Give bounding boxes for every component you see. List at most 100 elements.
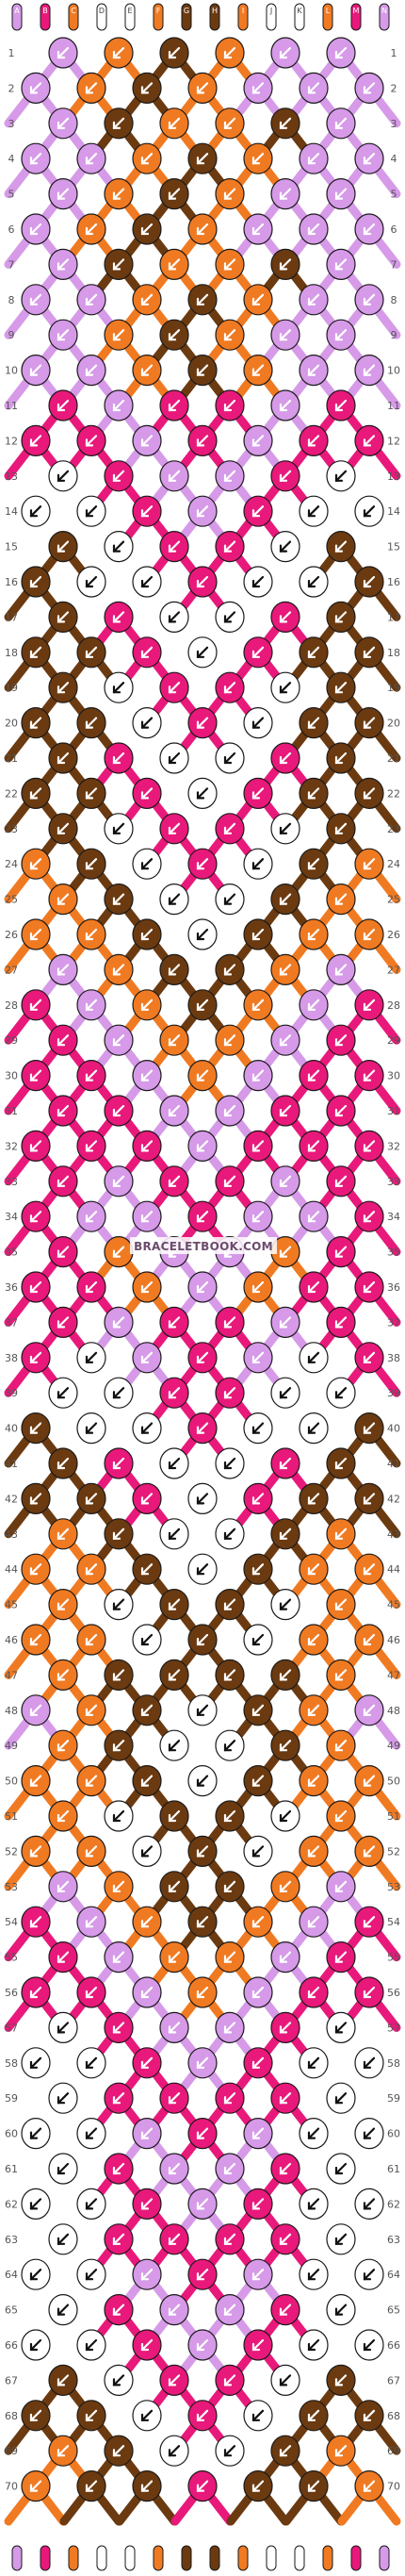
arrow-down-left-icon [334, 470, 348, 482]
arrow-down-left-icon [251, 646, 265, 658]
arrow-down-left-icon [85, 2198, 98, 2210]
knot [104, 389, 134, 421]
arrow-down-left-icon [196, 1069, 209, 1082]
knot [215, 1024, 245, 1056]
knot [187, 989, 218, 1021]
arrow-down-left-icon [168, 470, 181, 482]
arrow-down-left-icon [196, 1280, 209, 1294]
arrow-down-left-icon [363, 2198, 376, 2210]
knot [159, 389, 189, 421]
knot [48, 2294, 78, 2326]
knot [215, 389, 245, 421]
knot [354, 1130, 384, 1163]
knot [243, 1906, 273, 1938]
row-number-right: 22 [387, 787, 400, 800]
arrow-down-left-icon [279, 470, 292, 482]
knot [104, 1095, 134, 1127]
knot [21, 1059, 51, 1092]
arrow-down-left-icon [334, 2445, 348, 2457]
knot [326, 1588, 356, 1621]
arrow-down-left-icon [168, 2022, 181, 2034]
string-letter: N [381, 7, 387, 15]
arrow-down-left-icon [168, 258, 181, 271]
knot [326, 37, 356, 69]
knot [48, 1800, 78, 1832]
arrow-down-left-icon [29, 1563, 42, 1576]
knot [104, 742, 134, 774]
knot [104, 671, 134, 703]
row-number-right: 68 [387, 2410, 400, 2422]
knot [187, 142, 218, 174]
arrow-down-left-icon [29, 364, 42, 376]
arrow-down-left-icon [112, 1034, 125, 1047]
string-start-E [124, 3, 136, 31]
arrow-down-left-icon [140, 2338, 154, 2352]
arrow-down-left-icon [29, 1986, 42, 1999]
knot [48, 601, 78, 634]
arrow-down-left-icon [223, 1104, 236, 1117]
string-end [181, 2545, 192, 2571]
row-number-right: 61 [387, 2163, 400, 2175]
arrow-down-left-icon [196, 928, 209, 941]
knot [299, 355, 329, 387]
knot [21, 1271, 51, 1303]
knot [270, 2153, 300, 2185]
arrow-down-left-icon [279, 1034, 292, 1047]
arrow-down-left-icon [363, 2480, 376, 2492]
arrow-down-left-icon [223, 1669, 236, 1681]
knot [243, 1764, 273, 1797]
arrow-down-left-icon [223, 399, 236, 412]
knot [132, 1200, 162, 1232]
knot [48, 530, 78, 563]
knot [132, 989, 162, 1021]
watermark: BRACELETBOOK.COM [134, 1240, 273, 1253]
row-number-right: 49 [387, 1740, 400, 1752]
row-number-right: 29 [387, 1034, 400, 1047]
string-end [379, 2545, 390, 2571]
row-number-right: 67 [387, 2374, 400, 2386]
knot [76, 355, 106, 387]
knot [215, 1377, 245, 1409]
knot [132, 636, 162, 669]
row-number-right: 40 [387, 1423, 400, 1435]
knot [215, 883, 245, 916]
knot [354, 2258, 384, 2290]
row-number-left: 18 [5, 647, 18, 659]
knot [104, 813, 134, 845]
knot [270, 1518, 300, 1550]
row-number-left: 24 [5, 858, 18, 870]
knot [299, 1694, 329, 1726]
knot [21, 1130, 51, 1163]
knot [159, 1941, 189, 1973]
row-number-left: 22 [5, 787, 18, 800]
row-number-right: 18 [387, 647, 400, 659]
arrow-down-left-icon [223, 470, 236, 482]
knot [76, 2047, 106, 2079]
arrow-down-left-icon [112, 682, 125, 694]
knot [243, 424, 273, 456]
arrow-down-left-icon [196, 858, 209, 870]
arrow-down-left-icon [57, 1740, 70, 1752]
knot [48, 389, 78, 421]
knot [215, 178, 245, 210]
row-number-right: 56 [387, 1987, 400, 1999]
arrow-down-left-icon [251, 2338, 265, 2352]
arrow-down-left-icon [307, 1633, 320, 1646]
knot [243, 2047, 273, 2079]
arrow-down-left-icon [112, 188, 125, 200]
string-start-K [294, 3, 305, 31]
arrow-down-left-icon [85, 364, 98, 376]
arrow-down-left-icon [279, 682, 292, 694]
arrow-down-left-icon [85, 1986, 98, 1999]
string-letter: I [242, 7, 244, 15]
knot [299, 142, 329, 174]
arrow-down-left-icon [29, 2269, 42, 2281]
arrow-down-left-icon [363, 2409, 376, 2421]
row-number-left: 11 [5, 400, 18, 412]
knot [243, 1553, 273, 1585]
knot [132, 1624, 162, 1656]
arrow-down-left-icon [168, 1951, 181, 1963]
knot [132, 2400, 162, 2432]
arrow-down-left-icon [57, 893, 70, 905]
